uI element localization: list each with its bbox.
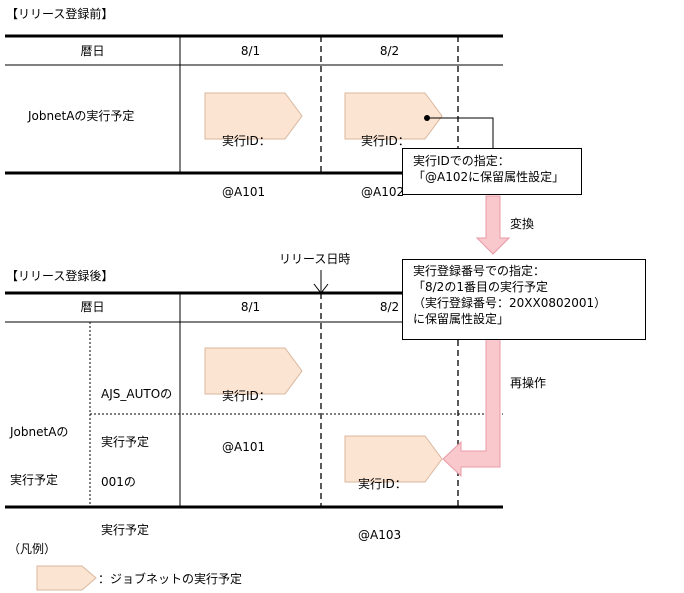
after-day2-header: 8/2 [379,300,400,314]
before-title: 【リリース登録前】 [6,7,114,21]
after-day1-header: 8/1 [240,300,261,314]
after-shape1-label: 実行ID： @A101 [222,389,271,454]
reoperate-label: 再操作 [510,376,547,390]
reoperate-arrow [442,338,501,478]
before-shape2-label: 実行ID： @A102 [361,134,410,199]
connector-line [427,117,494,148]
after-sub2-label: 001の 実行予定 [101,475,150,537]
after-title: 【リリース登録後】 [6,269,114,283]
convert-label: 変換 [510,217,535,231]
before-calendar-header: 暦日 [80,44,105,58]
legend-title: （凡例） [8,542,57,556]
before-row-label: JobnetAの実行予定 [28,109,135,123]
jobnet-schedule-shape-a101-after [204,347,303,395]
convert-arrow [475,195,511,255]
after-shape2-label: 実行ID： @A103 [358,477,407,542]
after-note-box: 実行登録番号での指定： 「8/2の1番目の実行予定 （実行登録番号：20XX08… [402,259,646,340]
after-row-label: JobnetAの 実行予定 [10,425,69,487]
jobnet-schedule-shape-a103-after [344,435,443,483]
before-day1-header: 8/1 [240,44,261,58]
before-note-box: 実行IDでの指定： 「@A102に保留属性設定」 [402,148,582,195]
after-sub1-label: AJS_AUTOの 実行予定 [101,387,173,449]
before-shape1-label: 実行ID： @A101 [222,134,271,199]
jobnet-schedule-shape-a101-before [204,92,303,140]
legend-item-label: ：ジョブネットの実行予定 [98,572,243,586]
legend-pentagon-icon [36,565,97,591]
jobnet-schedule-shape-a102-before [344,92,443,140]
release-datetime-label: リリース日時 [279,252,351,266]
before-day2-header: 8/2 [379,44,400,58]
after-calendar-header: 暦日 [80,300,105,314]
